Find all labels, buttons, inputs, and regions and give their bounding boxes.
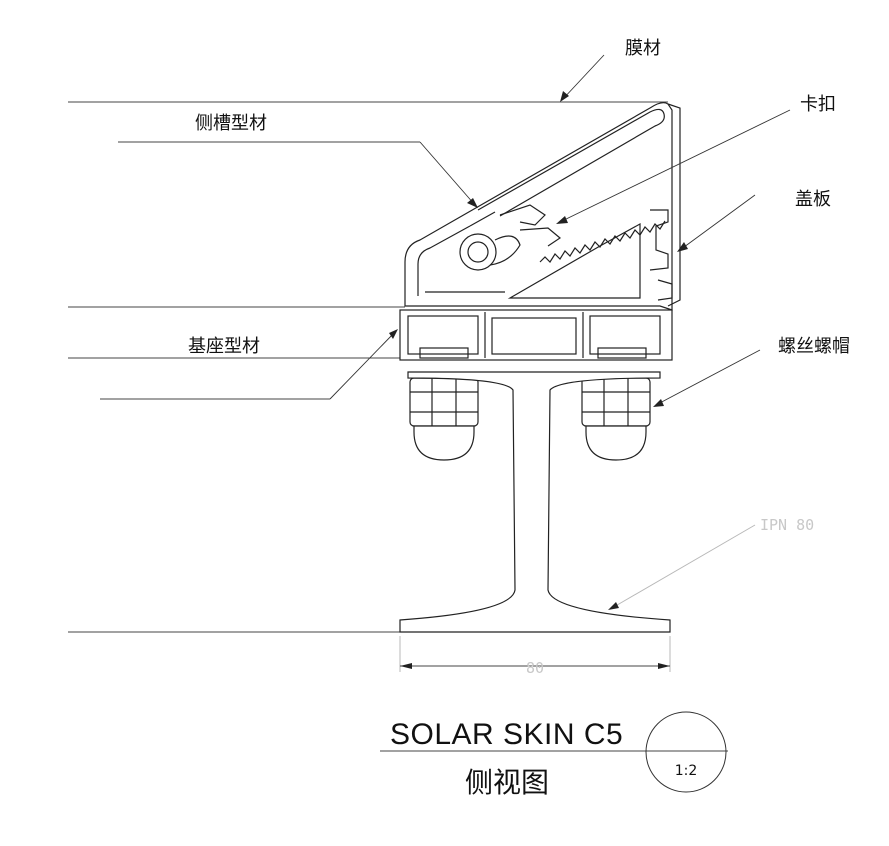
drawing-title: SOLAR SKIN C5: [390, 718, 623, 751]
callout-cover-plate: 盖板: [677, 189, 831, 252]
label-beam: IPN 80: [760, 516, 814, 534]
dimension-label: 80: [526, 659, 544, 677]
ipn-beam: [399, 371, 671, 633]
label-base-profile: 基座型材: [188, 336, 260, 357]
callout-base-profile: 基座型材: [188, 329, 398, 400]
reference-lines: [68, 101, 668, 633]
side-slot-profile: [404, 102, 681, 311]
callout-membrane: 膜材: [560, 38, 661, 102]
bolt-left: [409, 377, 479, 461]
callout-side-profile: 侧槽型材: [195, 113, 478, 208]
label-membrane: 膜材: [625, 38, 661, 59]
label-nut: 螺丝螺帽: [778, 336, 850, 357]
scale-label: 1:2: [675, 763, 698, 779]
base-profile: [399, 309, 673, 361]
title-block: SOLAR SKIN C5 侧视图 1:2: [380, 711, 728, 799]
label-side-profile: 侧槽型材: [195, 113, 267, 134]
label-cover-plate: 盖板: [795, 189, 831, 210]
drawing-subtitle: 侧视图: [465, 766, 549, 799]
callout-beam: IPN 80: [608, 516, 814, 610]
callout-nut: 螺丝螺帽: [653, 336, 850, 407]
dimension-80: 80: [399, 636, 671, 677]
bolt-right: [581, 377, 651, 461]
callout-clip: 卡扣: [556, 94, 836, 224]
label-clip: 卡扣: [800, 94, 836, 115]
